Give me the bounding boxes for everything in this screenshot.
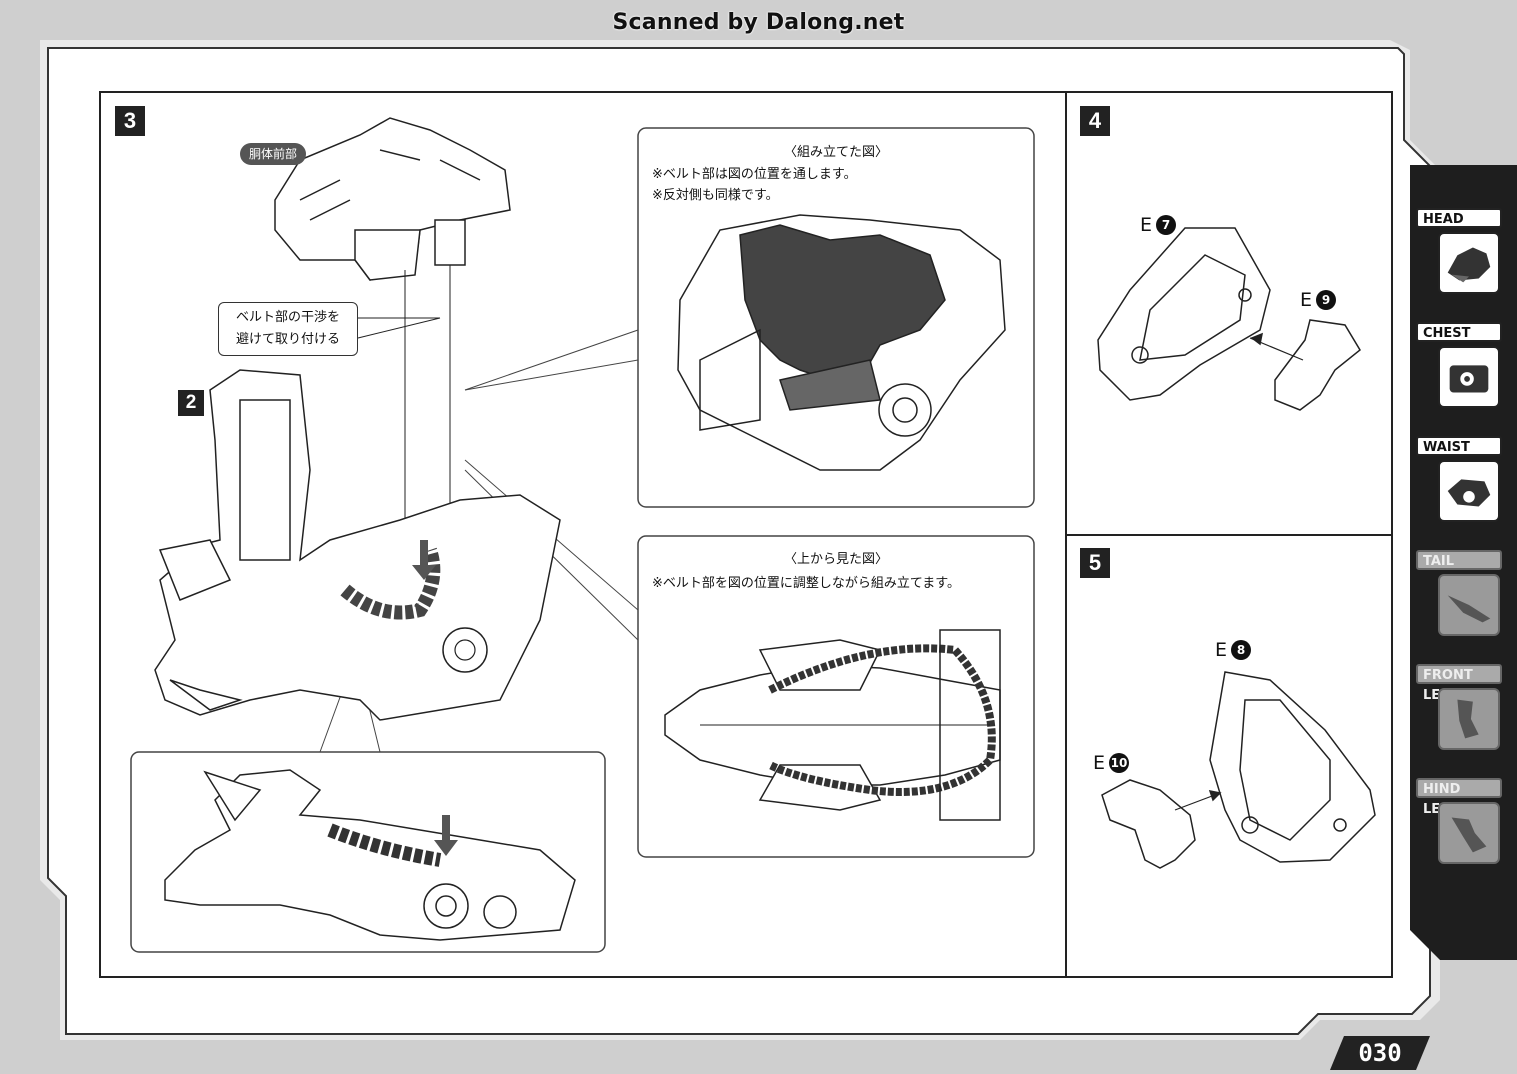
step-4-number: 4 <box>1080 106 1110 136</box>
top-view-note-1: ※ベルト部を図の位置に調整しながら組み立てます。 <box>652 576 960 591</box>
part-number-badge: 10 <box>1109 753 1130 773</box>
belt-interference-callout: ベルト部の干渉を 避けて取り付ける <box>218 302 358 356</box>
tail-icon <box>1438 574 1500 636</box>
top-view-drawing <box>664 629 1001 821</box>
tab-label: TAIL <box>1416 550 1502 570</box>
part-letter: E <box>1140 214 1153 236</box>
step4-parts-drawing <box>1097 227 1361 411</box>
callout-line-1: ベルト部の干渉を <box>235 310 340 325</box>
part-number-badge: 9 <box>1316 290 1337 310</box>
part-label-e7: E 7 <box>1140 214 1177 236</box>
tab-label: HIND LEGS <box>1416 778 1502 817</box>
waist-icon <box>1438 460 1500 522</box>
tab-label: FRONT LEGS <box>1416 664 1502 703</box>
assembled-view-title: 〈組み立てた図〉 <box>783 145 888 160</box>
head-icon <box>1438 232 1500 294</box>
chest-part-drawing <box>274 117 511 640</box>
tab-label: CHEST <box>1416 322 1502 342</box>
sub-step-2-number: 2 <box>178 390 204 416</box>
part-label-e8: E 8 <box>1215 639 1252 661</box>
side-view-drawing <box>164 769 576 941</box>
top-view-title: 〈上から見た図〉 <box>783 552 888 567</box>
assembled-view-note-1: ※ベルト部は図の位置を通します。 <box>652 167 857 182</box>
chest-icon <box>1438 346 1500 408</box>
part-label-e9: E 9 <box>1300 289 1337 311</box>
part-label-e10: E 10 <box>1093 752 1130 774</box>
part-number-badge: 7 <box>1156 215 1177 235</box>
tab-label: HEAD <box>1416 208 1502 228</box>
part-letter: E <box>1215 639 1228 661</box>
part-number-badge: 8 <box>1231 640 1252 660</box>
step-5-number: 5 <box>1080 548 1110 578</box>
chest-front-tag: 胴体前部 <box>240 143 307 165</box>
part-letter: E <box>1300 289 1313 311</box>
assembled-view-note-2: ※反対側も同様です。 <box>652 188 779 203</box>
callout-line-2: 避けて取り付ける <box>235 332 340 347</box>
tab-label: WAIST <box>1416 436 1502 456</box>
front-legs-icon <box>1438 688 1500 750</box>
page-number: 030 <box>1330 1036 1430 1070</box>
step5-parts-drawing <box>1101 671 1376 869</box>
scanner-watermark: Scanned by Dalong.net <box>612 10 905 35</box>
part-letter: E <box>1093 752 1106 774</box>
hind-legs-icon <box>1438 802 1500 864</box>
step-3-number: 3 <box>115 106 145 136</box>
assembled-view-drawing <box>677 214 1006 471</box>
